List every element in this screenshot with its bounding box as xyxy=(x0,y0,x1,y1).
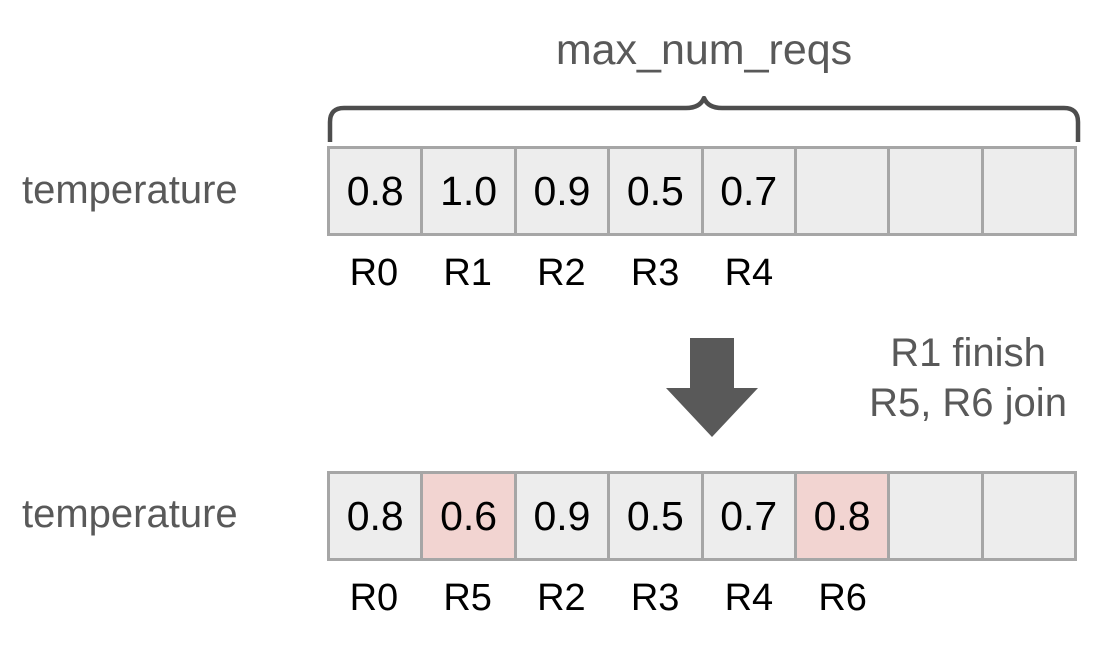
temperature-cell-empty[interactable] xyxy=(983,149,1074,233)
temperature-cell[interactable]: 0.9 xyxy=(516,474,611,558)
temperature-cell[interactable]: 0.5 xyxy=(610,149,704,233)
temperature-cell-empty[interactable] xyxy=(983,474,1074,558)
request-id-label: R1 xyxy=(443,252,492,294)
request-id-label: R0 xyxy=(349,252,399,294)
request-id-ticks-after: R0 R5 R2 R3 R4 R6 xyxy=(327,575,1077,621)
request-id-label: R0 xyxy=(349,577,399,619)
request-id-label-blank xyxy=(983,250,1077,296)
request-id-label: R4 xyxy=(724,252,774,294)
request-id-label: R3 xyxy=(630,252,680,294)
temperature-cell[interactable]: 0.5 xyxy=(610,474,704,558)
temperature-cell-empty[interactable] xyxy=(890,149,984,233)
temperature-row-after: 0.8 0.6 0.9 0.5 0.7 0.8 xyxy=(327,471,1077,561)
transition-note-line-2: R5, R6 join xyxy=(869,381,1067,425)
temperature-cell[interactable]: 0.7 xyxy=(703,149,797,233)
temperature-cell[interactable]: 0.8 xyxy=(330,149,424,233)
transition-note-line-1: R1 finish xyxy=(890,331,1046,375)
request-id-label: R4 xyxy=(724,577,774,619)
row-label-temperature-before: temperature xyxy=(22,168,238,212)
request-id-label-blank xyxy=(890,250,984,296)
request-id-label: R2 xyxy=(537,252,586,294)
request-id-label-blank xyxy=(796,250,890,296)
request-id-label: R6 xyxy=(818,577,867,619)
request-id-label-blank xyxy=(890,575,984,621)
temperature-cell[interactable]: 1.0 xyxy=(423,149,517,233)
temperature-cell[interactable]: 0.9 xyxy=(516,149,611,233)
temperature-cell-highlighted[interactable]: 0.6 xyxy=(423,474,517,558)
request-id-label: R3 xyxy=(630,577,680,619)
arrow-down-glyph xyxy=(666,338,758,437)
arrow-down-icon xyxy=(664,338,760,438)
max-num-reqs-brace xyxy=(326,96,1082,142)
brace-icon xyxy=(327,96,1081,142)
request-id-ticks-before: R0 R1 R2 R3 R4 xyxy=(327,250,1077,296)
temperature-cell-empty[interactable] xyxy=(890,474,984,558)
temperature-cell-empty[interactable] xyxy=(796,149,891,233)
brace-caption-text: max_num_reqs xyxy=(555,26,853,74)
request-id-label: R2 xyxy=(537,577,586,619)
request-id-label: R5 xyxy=(443,577,492,619)
brace-caption: max_num_reqs xyxy=(0,26,1110,75)
request-id-label-blank xyxy=(983,575,1077,621)
transition-note: R1 finish R5, R6 join xyxy=(838,328,1098,428)
temperature-cell[interactable]: 0.7 xyxy=(703,474,797,558)
row-label-temperature-after: temperature xyxy=(22,492,238,536)
temperature-cell-highlighted[interactable]: 0.8 xyxy=(796,474,891,558)
temperature-row-before: 0.8 1.0 0.9 0.5 0.7 xyxy=(327,146,1077,236)
temperature-cell[interactable]: 0.8 xyxy=(330,474,424,558)
